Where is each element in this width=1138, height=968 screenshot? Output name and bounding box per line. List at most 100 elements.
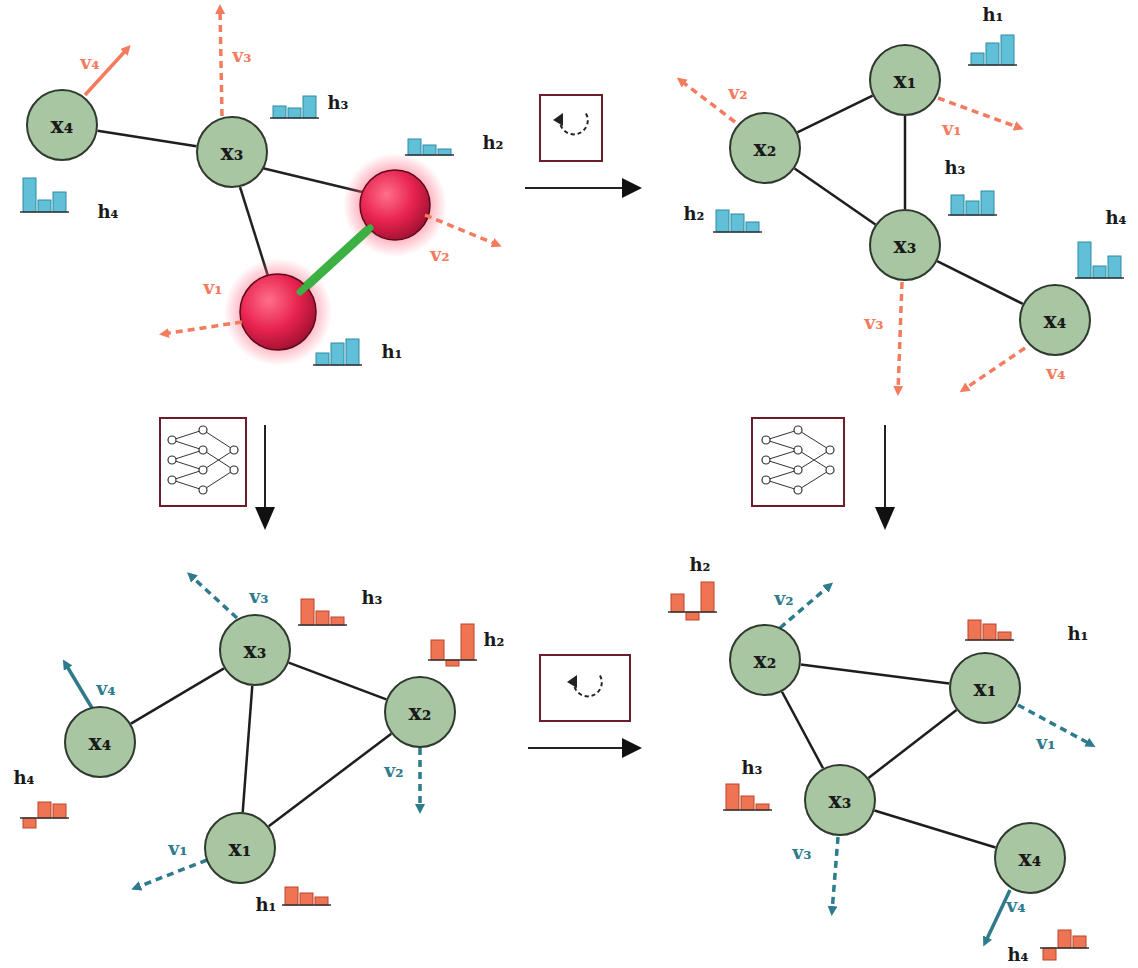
velocity-arrow <box>190 575 237 618</box>
histogram-bar <box>423 145 436 155</box>
feature-label: h₁ <box>1068 625 1089 643</box>
histogram-axis <box>298 624 347 626</box>
node-label: x₂ <box>754 647 777 673</box>
node-label: x₃ <box>221 139 244 165</box>
histogram-bar <box>288 108 301 118</box>
histogram-bar <box>346 339 359 365</box>
histogram-bar <box>315 897 328 905</box>
histogram-bar <box>301 599 314 625</box>
histogram-bar <box>726 784 739 810</box>
feature-label: h₄ <box>1008 946 1029 964</box>
velocity-label: v₄ <box>96 679 115 698</box>
bond-lines <box>240 168 362 276</box>
velocity-arrow <box>418 748 422 810</box>
graph-edge <box>797 96 872 133</box>
feature-label: h₁ <box>382 343 403 361</box>
node-label: x₁ <box>229 835 252 861</box>
histogram-bar <box>951 195 964 215</box>
feature-label: h₃ <box>362 589 383 607</box>
histogram-bar <box>981 191 994 215</box>
feature-label: h₄ <box>14 769 35 787</box>
graph-edge <box>868 710 956 778</box>
velocity-arrows <box>65 8 1092 943</box>
velocity-label: v₃ <box>249 587 268 606</box>
velocity-arrow <box>220 8 222 116</box>
histogram-bar <box>746 222 759 232</box>
histogram-bar <box>23 178 36 212</box>
histogram-bar <box>331 343 344 365</box>
graph-edge <box>269 734 392 827</box>
histogram-axis <box>20 817 69 819</box>
histogram-bar <box>1043 948 1056 960</box>
highlighted-atoms <box>224 153 447 366</box>
histogram-axis <box>965 639 1014 641</box>
histogram-axis <box>313 364 362 366</box>
graph-node: x₂ <box>729 112 801 184</box>
velocity-arrow <box>985 890 1010 943</box>
histogram-bar <box>273 106 286 118</box>
histogram-bar <box>331 617 344 625</box>
neural-network-icon <box>752 418 895 530</box>
histogram-axis <box>20 211 69 213</box>
histogram-axis <box>428 659 477 661</box>
histogram-bar <box>756 804 769 810</box>
velocity-label: v₄ <box>1046 363 1065 382</box>
histograms <box>20 35 1124 960</box>
histogram-bar <box>285 887 298 905</box>
velocity-label: v₃ <box>864 313 883 332</box>
histogram-bar <box>1001 35 1014 65</box>
feature-label: h₄ <box>1106 209 1127 227</box>
histogram-axis <box>270 117 319 119</box>
histogram-axis <box>948 214 997 216</box>
velocity-label: v₂ <box>774 589 793 608</box>
graph-edge <box>937 261 1023 304</box>
node-label: x₁ <box>894 67 917 93</box>
feature-label: h₃ <box>742 759 763 777</box>
graph-node: x₁ <box>949 652 1021 724</box>
velocity-label: v₂ <box>728 83 747 102</box>
velocity-label: v₂ <box>384 761 403 780</box>
histogram-bar <box>431 640 444 660</box>
node-label: x₄ <box>1044 307 1067 333</box>
node-label: x₃ <box>244 637 267 663</box>
graph-edge <box>801 665 950 684</box>
velocity-label: v₁ <box>168 839 187 858</box>
histogram-axis <box>668 611 717 613</box>
feature-label: h₁ <box>983 6 1004 24</box>
velocity-label: v₃ <box>792 843 811 862</box>
velocity-arrow <box>680 80 735 122</box>
histogram-bar <box>1108 256 1121 278</box>
histogram-bar <box>968 620 981 640</box>
histogram-axis <box>282 904 331 906</box>
node-label: x₁ <box>974 675 997 701</box>
feature-label: h₃ <box>328 94 349 112</box>
graph-edge <box>904 116 907 209</box>
histogram-bar <box>316 353 329 365</box>
velocity-label: v₃ <box>232 46 251 65</box>
histogram-bar <box>1078 242 1091 278</box>
feature-label: h₂ <box>690 556 711 574</box>
velocity-arrow <box>963 348 1025 390</box>
neural-network-icon <box>160 418 275 530</box>
histogram-bar <box>38 200 51 212</box>
graph-node: x₄ <box>26 89 98 161</box>
graph-edge <box>98 131 197 147</box>
velocity-label: v₁ <box>942 119 961 138</box>
histogram-bar <box>741 796 754 810</box>
histogram-bar <box>983 624 996 640</box>
graph-node: x₁ <box>204 812 276 884</box>
node-label: x₄ <box>1019 845 1042 871</box>
graph-edge <box>131 668 224 723</box>
graph-edge <box>782 692 823 769</box>
histogram-bar <box>53 804 66 818</box>
feature-label: h₁ <box>256 896 277 914</box>
histogram-axis <box>1075 277 1124 279</box>
velocity-label: v₁ <box>1036 733 1055 752</box>
feature-label: h₂ <box>484 631 505 649</box>
histogram-bar <box>38 802 51 818</box>
velocity-arrow <box>65 663 92 708</box>
graph-node: x₃ <box>219 614 291 686</box>
histogram-axis <box>713 231 762 233</box>
